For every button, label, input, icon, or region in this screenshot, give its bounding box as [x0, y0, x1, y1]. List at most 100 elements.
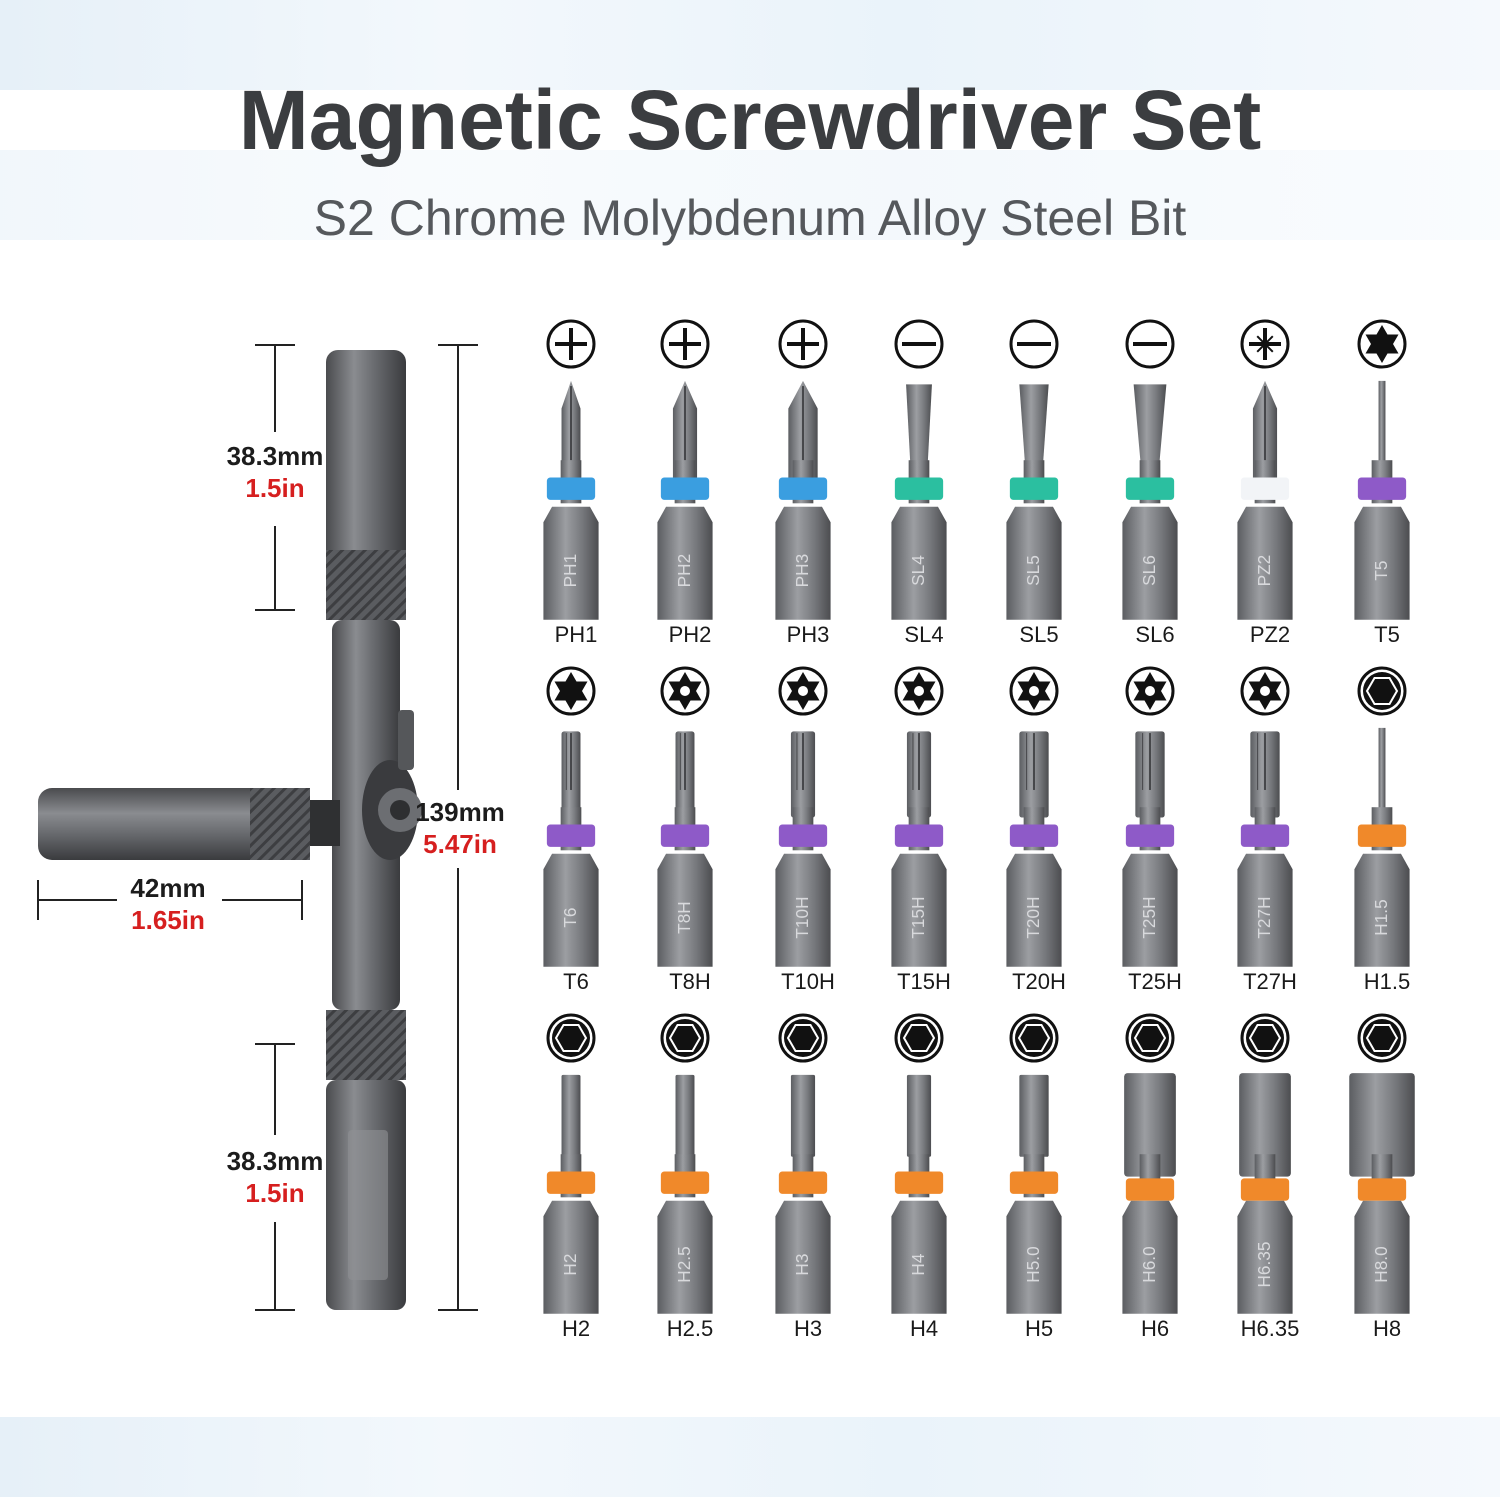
- bit-label: H8: [1372, 1316, 1402, 1341]
- dim-total-cap-lower: [438, 1309, 478, 1311]
- bit-label: T8H: [669, 969, 711, 994]
- bit-body: T5: [1354, 380, 1410, 620]
- dim-total-length-mm: 139mm: [415, 797, 505, 827]
- bit-body: T10H: [775, 731, 831, 967]
- phillips-icon: [546, 319, 596, 369]
- pozidriv-icon: [1240, 319, 1290, 369]
- hex-icon: [660, 1013, 710, 1063]
- background-band-middle: [0, 150, 1500, 240]
- bit-engraving: H2.5: [674, 1246, 694, 1282]
- dim-top-cap-lower: [255, 609, 295, 611]
- torx-security-icon: [1240, 666, 1290, 716]
- torx-security-icon: [1009, 666, 1059, 716]
- bit-engraving: T6: [560, 907, 580, 927]
- bit-body: T6: [543, 731, 599, 967]
- bit-engraving: T5: [1371, 560, 1391, 580]
- bit-label: T20H: [1012, 969, 1066, 994]
- torx-security-icon: [660, 666, 710, 716]
- dim-top-socket-mm: 38.3mm: [226, 441, 324, 471]
- dim-handle-width-inch: 1.65in: [131, 905, 205, 935]
- bit-body: H6.35: [1237, 1073, 1293, 1314]
- bit-label: T10H: [781, 969, 835, 994]
- phillips-icon: [778, 319, 828, 369]
- dim-total-line-upper: [457, 344, 459, 790]
- hex-icon: [1357, 1013, 1407, 1063]
- bit-label: PH1: [554, 622, 598, 647]
- dim-bottom-socket-mm: 38.3mm: [226, 1146, 324, 1176]
- bit-label: PH2: [668, 622, 712, 647]
- bit-body: H5.0: [1006, 1074, 1062, 1314]
- bit-engraving: H6.0: [1139, 1246, 1159, 1282]
- bit-t8h: T8H T8H: [645, 665, 735, 994]
- bit-body: H1.5: [1354, 727, 1410, 967]
- bit-engraving: T15H: [908, 896, 928, 938]
- bit-body: PH3: [775, 380, 831, 620]
- dim-top-line-lower: [274, 526, 276, 610]
- bit-body: PH2: [657, 380, 713, 620]
- bit-body: T25H: [1122, 731, 1178, 967]
- dim-bottom-socket-inch: 1.5in: [245, 1178, 305, 1208]
- bit-body: T8H: [657, 731, 713, 967]
- torx-security-icon: [894, 666, 944, 716]
- dim-total-length: 139mm 5.47in: [405, 796, 515, 860]
- hex-icon: [546, 1013, 596, 1063]
- background-band-top: [0, 0, 1500, 90]
- bit-label: T5: [1374, 622, 1400, 647]
- bit-engraving: H6.35: [1254, 1242, 1274, 1288]
- dim-handle-width-mm: 42mm: [130, 873, 206, 903]
- bit-engraving: SL4: [908, 555, 928, 586]
- page-title: Magnetic Screwdriver Set: [238, 73, 1262, 167]
- dim-bottom-line-lower: [274, 1222, 276, 1310]
- bit-engraving: PZ2: [1254, 555, 1274, 587]
- bit-engraving: T20H: [1023, 896, 1043, 938]
- bit-engraving: T25H: [1139, 896, 1159, 938]
- hex-icon: [778, 1013, 828, 1063]
- bit-engraving: SL6: [1139, 555, 1159, 586]
- bit-label: SL6: [1135, 622, 1175, 647]
- bit-label: T15H: [897, 969, 951, 994]
- torx-security-icon: [778, 666, 828, 716]
- bit-engraving: H4: [908, 1253, 928, 1275]
- bit-engraving: PH1: [560, 554, 580, 588]
- dim-bottom-line-upper: [274, 1043, 276, 1135]
- bit-t15h: T15H T15H: [879, 665, 969, 994]
- bit-label: SL4: [904, 622, 944, 647]
- bit-body: SL4: [891, 384, 947, 620]
- bit-engraving: H3: [792, 1254, 812, 1276]
- bit-engraving: H8.0: [1371, 1246, 1391, 1282]
- screwdriver-handle-illustration: [38, 350, 422, 1310]
- bit-label: H6: [1140, 1316, 1170, 1341]
- bit-body: H2: [543, 1074, 599, 1314]
- bit-body: SL6: [1122, 384, 1178, 620]
- dim-bottom-socket: 38.3mm 1.5in: [195, 1145, 355, 1209]
- dim-total-line-lower: [457, 868, 459, 1310]
- bit-label: H1.5: [1363, 969, 1411, 994]
- bit-body: H2.5: [657, 1074, 713, 1314]
- dim-handle-line-right: [222, 899, 302, 901]
- bit-label: H6.35: [1240, 1316, 1300, 1341]
- dim-total-length-inch: 5.47in: [423, 829, 497, 859]
- bit-body: H3: [775, 1074, 831, 1314]
- bit-engraving: H1.5: [1371, 899, 1391, 935]
- hex-icon: [1240, 1013, 1290, 1063]
- bit-body: H6.0: [1122, 1073, 1178, 1314]
- phillips-icon: [660, 319, 710, 369]
- torx-icon: [546, 666, 596, 716]
- dim-top-line-upper: [274, 344, 276, 432]
- bit-engraving: T8H: [674, 901, 694, 934]
- bit-body: PH1: [543, 380, 599, 620]
- bit-body: H4: [891, 1074, 947, 1314]
- bit-body: T15H: [891, 731, 947, 967]
- slotted-icon: [1125, 319, 1175, 369]
- bit-label: T27H: [1243, 969, 1297, 994]
- dim-top-socket: 38.3mm 1.5in: [195, 440, 355, 504]
